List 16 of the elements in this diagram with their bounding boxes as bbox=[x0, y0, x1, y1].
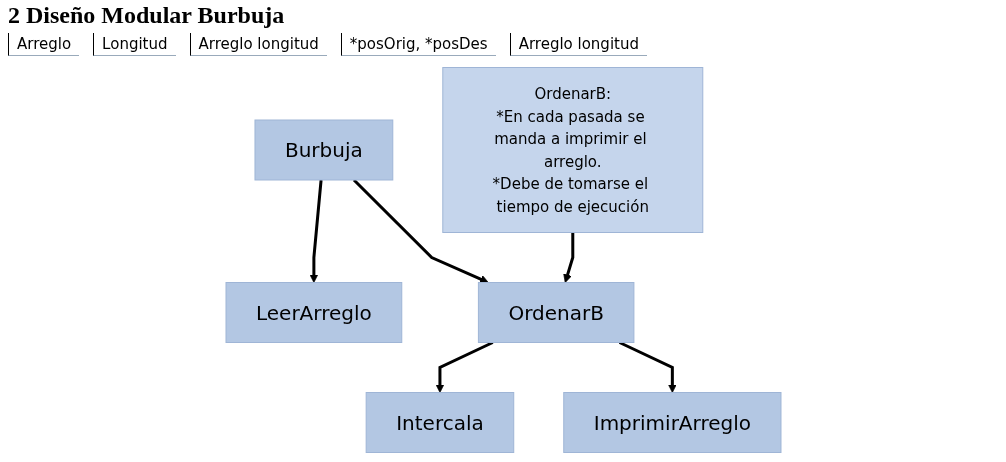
node-box: LeerArreglo bbox=[225, 282, 402, 343]
parameter-label: Arreglo bbox=[8, 33, 80, 56]
parameter-label: Longitud bbox=[93, 33, 176, 56]
node-box: Burbuja bbox=[254, 119, 393, 181]
arrow bbox=[562, 232, 574, 283]
diagram-title: 2 Diseño Modular Burbuja bbox=[8, 2, 286, 29]
node-box: Intercala bbox=[365, 392, 514, 453]
arrow bbox=[435, 341, 493, 393]
parameter-label: *posOrig, *posDes bbox=[340, 33, 496, 56]
arrow bbox=[309, 179, 323, 283]
node-box: ImprimirArreglo bbox=[562, 392, 781, 453]
parameter-label: Arreglo longitud bbox=[509, 33, 647, 56]
node-box: OrdenarB: *En cada pasada se manda a imprimir el arreglo. *Debe de tomarse el tiempo de ejecución bbox=[441, 67, 703, 233]
node-box: OrdenarB bbox=[477, 282, 634, 343]
parameter-label: Arreglo longitud bbox=[189, 33, 327, 56]
arrow bbox=[618, 341, 677, 393]
